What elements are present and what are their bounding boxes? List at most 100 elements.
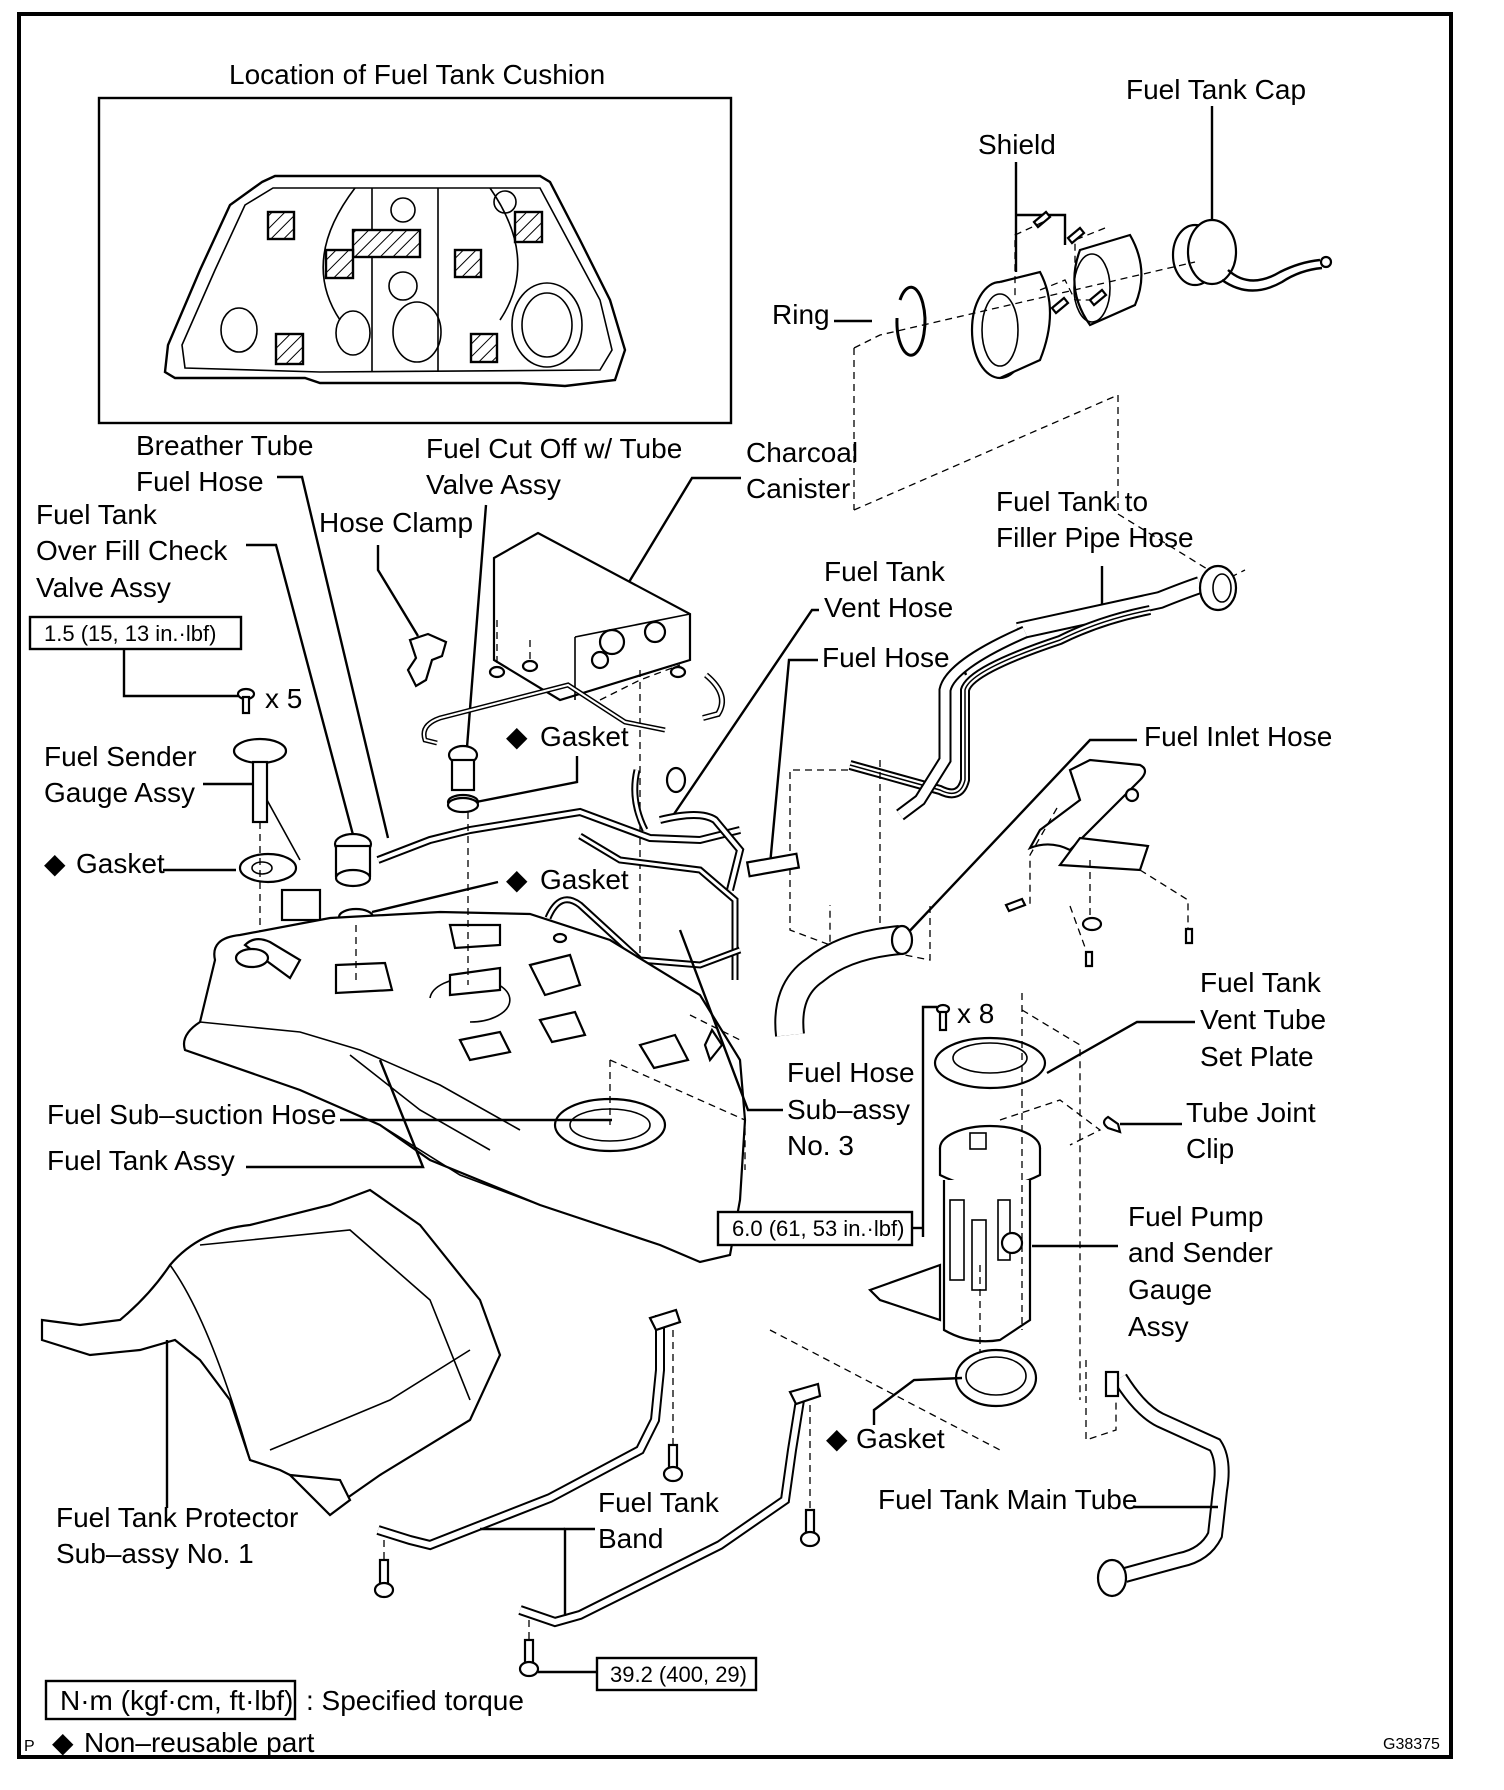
fuel-cap-part xyxy=(1171,218,1333,292)
filler-cap-group: Fuel Tank Cap Shield Ring xyxy=(772,74,1333,581)
fuel-inlet-hose-part xyxy=(774,924,914,1037)
label-fuel-cut-off-1: Fuel Cut Off w/ Tube xyxy=(426,433,682,464)
fuel-hose-part xyxy=(745,852,801,878)
cap-screws xyxy=(1032,210,1108,315)
nonreusable-mark-2: ◆ xyxy=(506,721,528,752)
torque-box-pump xyxy=(716,1210,914,1247)
inset-port-5 xyxy=(335,310,371,356)
upper-left-labels: Breather Tube Fuel Hose Fuel Tank Over F… xyxy=(28,430,473,881)
legend: N·m (kgf·cm, ft·lbf) : Specified torque … xyxy=(24,1679,524,1758)
label-fuel-tank-assy: Fuel Tank Assy xyxy=(47,1145,235,1176)
torque-sender-screws: 1.5 (15, 13 in.·lbf) xyxy=(44,621,216,646)
fuel-tank-protector-part xyxy=(40,1188,502,1517)
pump-gasket-part xyxy=(954,1348,1038,1408)
legend-nonreusable-desc: Non–reusable part xyxy=(84,1727,315,1758)
inset-port-7 xyxy=(511,282,583,368)
cushion-pad-5 xyxy=(513,210,544,244)
label-vent-tube-plate-3: Set Plate xyxy=(1200,1041,1314,1072)
inset-port-4 xyxy=(220,307,258,353)
label-vent-hose-2: Vent Hose xyxy=(824,592,953,623)
nonreusable-mark-1: ◆ xyxy=(44,848,66,879)
label-charcoal-2: Canister xyxy=(746,473,850,504)
legend-torque-desc: : Specified torque xyxy=(306,1685,524,1716)
bolt-icon-plate xyxy=(935,1003,951,1032)
label-tube-joint-clip-1: Tube Joint xyxy=(1186,1097,1316,1128)
vent-tube-set-plate-part xyxy=(933,1036,1047,1090)
label-sub-suction-hose: Fuel Sub–suction Hose xyxy=(47,1099,337,1130)
label-gasket-4: Gasket xyxy=(856,1423,945,1454)
tank-labels: Fuel Sub–suction Hose Fuel Tank Assy Fue… xyxy=(47,929,915,1176)
band-bolts xyxy=(373,1330,821,1678)
fuel-pump-part xyxy=(867,1124,1042,1343)
label-fuel-cut-off-2: Valve Assy xyxy=(426,469,561,500)
qty-sender-screws: x 5 xyxy=(265,683,302,714)
label-tube-joint-clip-2: Clip xyxy=(1186,1133,1234,1164)
inset-title: Location of Fuel Tank Cushion xyxy=(229,59,605,90)
legend-nonreusable-symbol: ◆ xyxy=(52,1727,74,1758)
legend-torque-unit: N·m (kgf·cm, ft·lbf) xyxy=(60,1685,293,1716)
label-gasket-3: Gasket xyxy=(540,864,629,895)
label-fuel-tank-band-2: Band xyxy=(598,1523,663,1554)
label-shield: Shield xyxy=(978,129,1056,160)
figure-id: G38375 xyxy=(1383,1736,1440,1753)
ring-part xyxy=(895,285,927,357)
inset-tank-inner xyxy=(181,187,613,373)
label-breather-tube-2: Fuel Hose xyxy=(136,466,264,497)
shield-part-1 xyxy=(970,270,1052,380)
nonreusable-mark-3: ◆ xyxy=(506,864,528,895)
nonreusable-mark-4: ◆ xyxy=(826,1423,848,1454)
cushion-pad-6 xyxy=(274,332,305,366)
torque-box-band xyxy=(595,1656,758,1692)
label-fuel-hose: Fuel Hose xyxy=(822,642,950,673)
label-over-fill-3: Valve Assy xyxy=(36,572,171,603)
torque-band-bolts: 39.2 (400, 29) xyxy=(610,1662,747,1687)
cushion-pad-1 xyxy=(266,210,296,241)
qty-plate-bolts: x 8 xyxy=(957,998,994,1029)
label-fuel-pump-3: Gauge xyxy=(1128,1274,1212,1305)
label-fuel-tank-band-1: Fuel Tank xyxy=(598,1487,720,1518)
corner-mark: P xyxy=(24,1738,35,1755)
label-over-fill-2: Over Fill Check xyxy=(36,535,228,566)
hose-labels: Fuel Tank to Filler Pipe Hose Fuel Tank … xyxy=(333,486,1332,980)
fuel-pump-group: x 8 Fuel Tank Vent Tube Set Plate Tube J… xyxy=(716,967,1326,1598)
label-hose-clamp: Hose Clamp xyxy=(319,507,473,538)
label-main-tube: Fuel Tank Main Tube xyxy=(878,1484,1137,1515)
label-fuel-pump-1: Fuel Pump xyxy=(1128,1201,1263,1232)
legend-torque-box xyxy=(44,1679,297,1721)
label-filler-pipe-hose-2: Filler Pipe Hose xyxy=(996,522,1194,553)
cushion-pad-4 xyxy=(453,248,483,279)
label-fuel-sender-1: Fuel Sender xyxy=(44,741,197,772)
cushion-pad-7 xyxy=(469,332,499,364)
inset-port-1 xyxy=(390,197,416,223)
torque-box-sender xyxy=(28,615,243,651)
inset-rib-right xyxy=(489,187,519,321)
label-gasket-2: Gasket xyxy=(540,721,629,752)
label-protector-1: Fuel Tank Protector xyxy=(56,1502,298,1533)
screw-icon xyxy=(236,687,256,715)
charcoal-canister-part xyxy=(488,531,692,702)
inlet-bracket-part xyxy=(1004,758,1194,968)
fuel-tank-band-part xyxy=(376,1308,822,1628)
torque-plate-bolts: 6.0 (61, 53 in.·lbf) xyxy=(732,1216,904,1241)
canister-group: Fuel Cut Off w/ Tube Valve Assy Charcoal… xyxy=(421,433,858,960)
label-gasket-1: Gasket xyxy=(76,848,165,879)
hose-clamp-part xyxy=(406,632,448,688)
fuel-tank-part xyxy=(182,812,747,1264)
label-fuel-pump-4: Assy xyxy=(1128,1311,1189,1342)
label-ring: Ring xyxy=(772,299,830,330)
label-fuel-tank-cap: Fuel Tank Cap xyxy=(1126,74,1306,105)
label-filler-pipe-hose-1: Fuel Tank to xyxy=(996,486,1148,517)
inset-rib-left xyxy=(322,187,356,321)
inset-port-6 xyxy=(392,301,442,363)
inset-port-3 xyxy=(493,190,517,214)
label-fuel-inlet-hose: Fuel Inlet Hose xyxy=(1144,721,1332,752)
label-protector-2: Sub–assy No. 1 xyxy=(56,1538,254,1569)
label-vent-tube-plate-2: Vent Tube xyxy=(1200,1004,1326,1035)
inset-tank-outline xyxy=(163,174,627,388)
tube-joint-clip-part xyxy=(1102,1115,1122,1134)
label-over-fill-1: Fuel Tank xyxy=(36,499,158,530)
fuel-sender-gauge-part xyxy=(232,737,322,960)
inset-port-2 xyxy=(388,271,418,301)
label-vent-tube-plate-1: Fuel Tank xyxy=(1200,967,1322,998)
